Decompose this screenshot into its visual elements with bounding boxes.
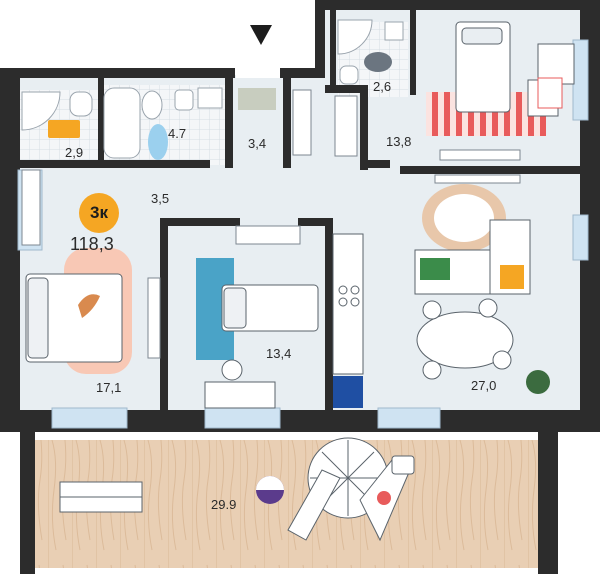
living-furniture — [414, 184, 550, 394]
bedroom-left-furniture — [25, 248, 132, 374]
total-area: 118,3 — [70, 234, 114, 254]
area-terrace: 29.9 — [211, 497, 237, 512]
area-bathroom-small: 2,9 — [65, 145, 84, 160]
area-bathroom-main: 4.7 — [168, 126, 187, 141]
area-bedroom-mid: 13,4 — [266, 346, 292, 361]
area-living-kitchen: 27,0 — [471, 378, 497, 393]
area-bedroom-left: 17,1 — [96, 380, 122, 395]
area-wc-top: 2,6 — [373, 79, 392, 94]
area-bedroom-top: 13,8 — [386, 134, 412, 149]
entrance-arrow — [236, 25, 280, 78]
terrace-furniture — [59, 437, 415, 542]
wardrobes — [21, 89, 521, 359]
apartment-type-label: 3к — [90, 203, 108, 222]
bathroom-fixtures — [21, 19, 404, 160]
apartment-type-badge: 3к — [79, 193, 119, 233]
bedroom-top-furniture — [426, 21, 575, 136]
bedroom-mid-furniture — [196, 258, 319, 409]
area-hallway: 3,5 — [151, 191, 170, 206]
kitchen-furniture — [332, 233, 364, 408]
area-entry: 3,4 — [248, 136, 267, 151]
